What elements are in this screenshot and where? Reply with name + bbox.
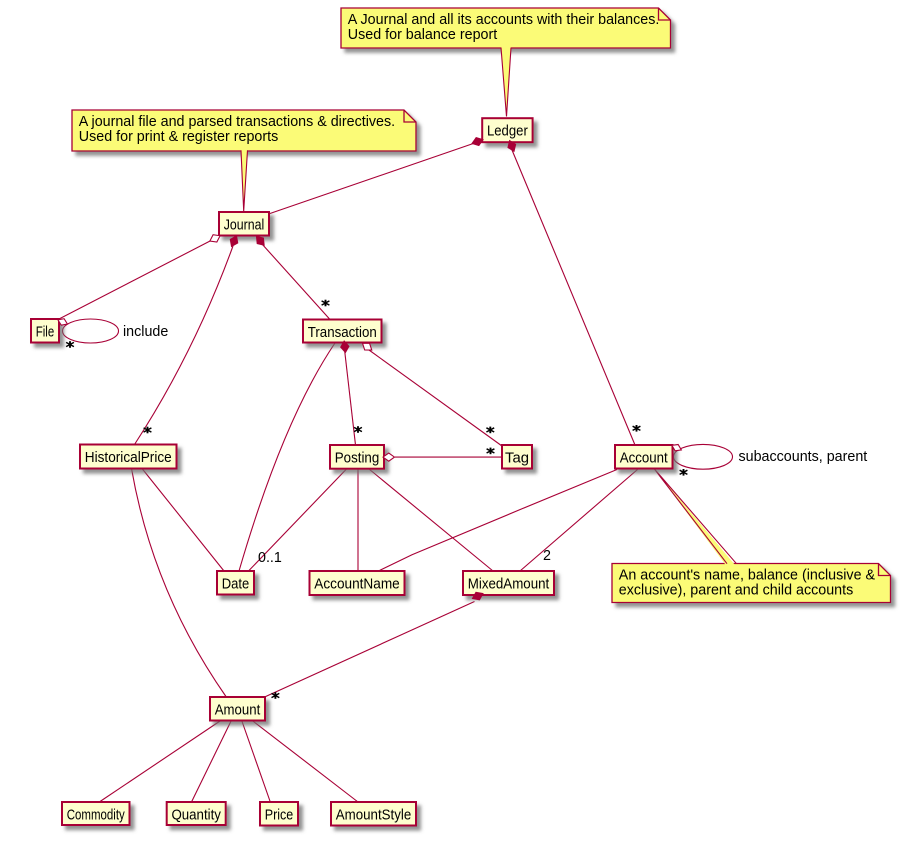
- svg-text:Account: Account: [620, 450, 668, 466]
- svg-text:Used for balance report: Used for balance report: [348, 27, 497, 43]
- svg-text:HistoricalPrice: HistoricalPrice: [85, 450, 172, 466]
- svg-text:MixedAmount: MixedAmount: [468, 576, 550, 592]
- svg-text:A Journal and all its accounts: A Journal and all its accounts with thei…: [348, 12, 660, 28]
- svg-text:2: 2: [543, 548, 551, 564]
- svg-text:exclusive), parent and child a: exclusive), parent and child accounts: [619, 582, 853, 598]
- svg-text:Amount: Amount: [215, 702, 261, 718]
- svg-text:AccountName: AccountName: [314, 576, 400, 592]
- svg-text:Transaction: Transaction: [308, 325, 377, 341]
- svg-text:subaccounts, parent: subaccounts, parent: [739, 449, 868, 465]
- svg-text:Ledger: Ledger: [487, 124, 528, 140]
- svg-text:Journal: Journal: [224, 217, 265, 233]
- svg-text:0..1: 0..1: [258, 550, 282, 566]
- svg-text:Quantity: Quantity: [171, 807, 221, 823]
- svg-text:Posting: Posting: [335, 450, 380, 466]
- svg-text:An account's name, balance (in: An account's name, balance (inclusive &: [619, 567, 876, 583]
- svg-text:A journal file and parsed tran: A journal file and parsed transactions &…: [79, 114, 395, 130]
- svg-text:Date: Date: [222, 576, 250, 592]
- svg-text:Used for print & register repo: Used for print & register reports: [79, 129, 278, 145]
- svg-text:AmountStyle: AmountStyle: [336, 807, 412, 823]
- svg-text:Tag: Tag: [505, 450, 529, 466]
- svg-text:Commodity: Commodity: [67, 807, 126, 823]
- svg-text:Price: Price: [265, 807, 294, 823]
- svg-text:include: include: [123, 324, 168, 340]
- svg-text:File: File: [36, 324, 55, 340]
